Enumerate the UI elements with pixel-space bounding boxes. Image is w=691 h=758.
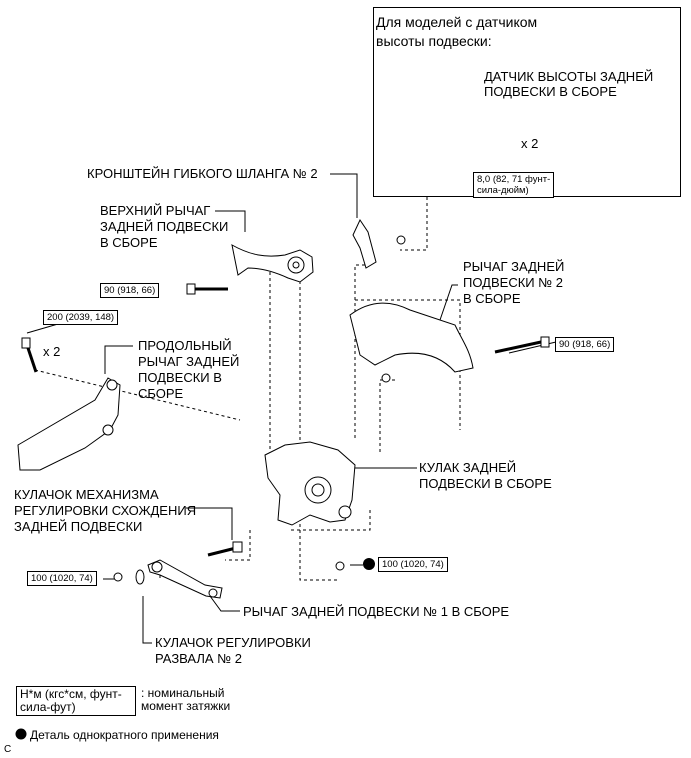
corner-mark: C — [4, 744, 12, 755]
label-toe-cam-1: КУЛАЧОК МЕХАНИЗМА — [14, 487, 159, 502]
label-trailing-4: СБОРЕ — [138, 386, 184, 401]
torque-arm1-left: 100 (1020, 74) — [27, 571, 97, 586]
legend-torque-desc: : номинальный момент затяжки — [141, 687, 230, 713]
label-toe-cam-2: РЕГУЛИРОВКИ СХОЖДЕНИЯ — [14, 503, 197, 518]
inset-title-line2: высоты подвески: — [376, 33, 492, 49]
leader-trailing — [104, 345, 133, 374]
arm2-part — [349, 302, 474, 373]
leader-camber — [142, 596, 152, 644]
trailing-arm-part — [17, 377, 121, 471]
sensor-model-inset: Для моделей с датчиком высоты подвески: … — [373, 7, 681, 198]
arm1-part — [147, 559, 223, 599]
legend-desc-line1: : номинальный — [141, 686, 225, 700]
sensor-torque-line2: сила-дюйм) — [477, 185, 529, 196]
one-time-use-dot — [363, 558, 375, 570]
sensor-torque-box: 8,0 (82, 71 фунт- сила-дюйм) — [473, 172, 555, 198]
label-toe-cam-3: ЗАДНЕЙ ПОДВЕСКИ — [14, 519, 143, 534]
leader-arm2 — [439, 284, 458, 321]
torque-trailing: 200 (2039, 148) — [43, 310, 119, 325]
legend-box-line1: Н*м (кгс*см, фунт- — [20, 687, 122, 701]
legend-dot — [15, 728, 27, 740]
label-trailing-1: ПРОДОЛЬНЫЙ — [138, 338, 232, 353]
legend-torque-box: Н*м (кгс*см, фунт- сила-фут) — [16, 686, 136, 716]
label-trailing-3: ПОДВЕСКИ В — [138, 370, 222, 385]
label-arm2-3: В СБОРЕ — [463, 291, 521, 306]
label-upper-arm-2: ЗАДНЕЙ ПОДВЕСКИ — [100, 219, 229, 234]
legend-desc-line2: момент затяжки — [141, 699, 231, 713]
inset-title-line1: Для моделей с датчиком — [376, 14, 538, 30]
label-arm1: РЫЧАГ ЗАДНЕЙ ПОДВЕСКИ № 1 В СБОРЕ — [243, 604, 510, 619]
legend-box-line2: сила-фут) — [20, 700, 76, 714]
label-camber-cam-2: РАЗВАЛА № 2 — [155, 651, 242, 666]
leader-arm1 — [209, 595, 240, 612]
sensor-torque-line1: 8,0 (82, 71 фунт- — [477, 174, 551, 185]
label-hose-bracket: КРОНШТЕЙН ГИБКОГО ШЛАНГА № 2 — [87, 166, 318, 181]
legend-one-time-use: Деталь однократного применения — [30, 728, 219, 742]
label-camber-cam-1: КУЛАЧОК РЕГУЛИРОВКИ — [155, 635, 311, 650]
label-upper-arm-3: В СБОРЕ — [100, 235, 158, 250]
torque-upper-arm: 90 (918, 66) — [100, 283, 160, 298]
sensor-label-line1: ДАТЧИК ВЫСОТЫ ЗАДНЕЙ — [484, 69, 654, 84]
label-knuckle-2: ПОДВЕСКИ В СБОРЕ — [419, 476, 552, 491]
hose-bracket-part — [352, 218, 377, 269]
label-arm2-2: ПОДВЕСКИ № 2 — [463, 275, 564, 290]
label-trailing-qty: x 2 — [43, 344, 61, 359]
leader-toe-cam — [186, 507, 233, 540]
leader-upper-arm — [215, 210, 246, 232]
label-knuckle-1: КУЛАК ЗАДНЕЙ — [419, 460, 517, 475]
label-arm2-1: РЫЧАГ ЗАДНЕЙ — [463, 259, 565, 274]
leader-hose-bracket — [330, 173, 358, 218]
label-upper-arm-1: ВЕРХНИЙ РЫЧАГ — [100, 203, 211, 218]
sensor-label-line2: ПОДВЕСКИ В СБОРЕ — [484, 84, 617, 99]
label-trailing-2: РЫЧАГ ЗАДНЕЙ — [138, 354, 240, 369]
camber-cam-part — [135, 569, 145, 585]
torque-arm1-right: 100 (1020, 74) — [378, 557, 448, 572]
sensor-qty: x 2 — [521, 136, 539, 151]
torque-arm2: 90 (918, 66) — [555, 337, 615, 352]
